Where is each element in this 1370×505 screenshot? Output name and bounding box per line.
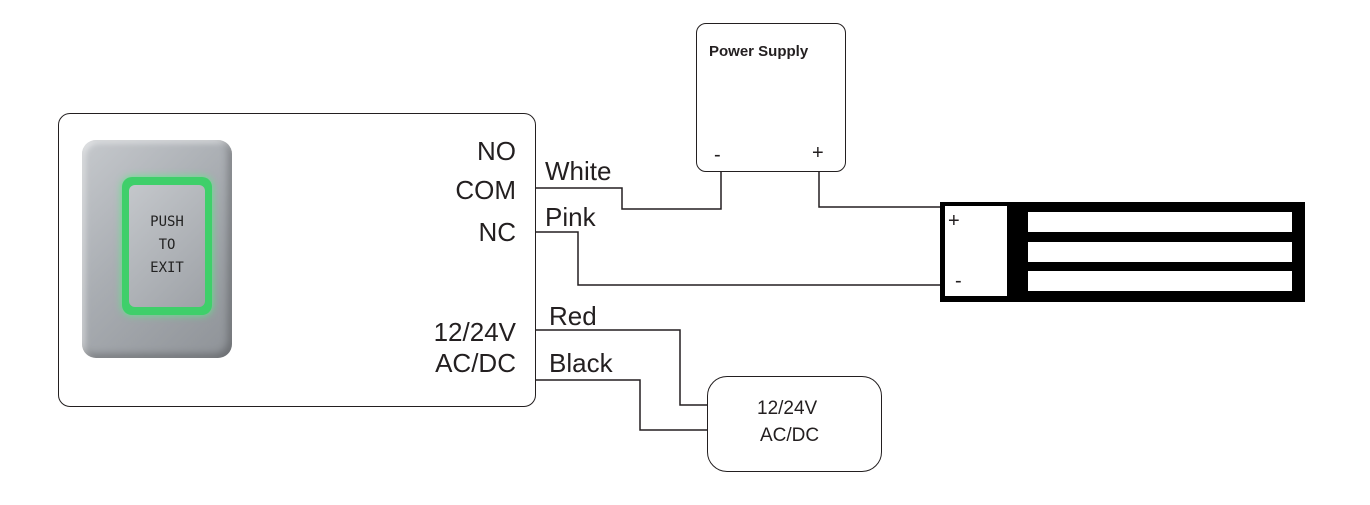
terminal-acdc: AC/DC [435, 348, 516, 378]
red-wire [536, 329, 708, 406]
button-text-to: TO [158, 237, 176, 253]
terminal-no: NO [477, 136, 516, 166]
power-supply-minus: - [714, 144, 721, 166]
terminal-com: COM [455, 175, 516, 205]
wire-label-white: White [545, 156, 612, 186]
wire-label-red: Red [549, 301, 597, 331]
terminal-nc: NC [478, 217, 516, 247]
magnetic-lock [940, 202, 1305, 302]
adapter-acdc: AC/DC [760, 425, 820, 446]
positive-wire [818, 172, 942, 208]
wire-label-pink: Pink [545, 202, 596, 232]
button-face: PUSH TO EXIT [129, 185, 205, 307]
button-text-push: PUSH [150, 214, 184, 230]
lock-plus: + [948, 210, 960, 232]
power-supply-title: Power Supply [709, 43, 809, 60]
lock-minus: - [955, 270, 962, 292]
adapter-voltage: 12/24V [757, 398, 818, 419]
push-to-exit-button: PUSH TO EXIT [82, 140, 232, 358]
terminal-voltage: 12/24V [433, 317, 516, 347]
button-text-exit: EXIT [150, 260, 184, 276]
power-supply [696, 23, 846, 172]
white-wire [536, 172, 722, 210]
power-adapter [707, 376, 882, 472]
power-supply-plus: + [812, 142, 824, 164]
black-wire [536, 379, 708, 431]
pink-wire [536, 231, 942, 286]
wire-label-black: Black [549, 348, 613, 378]
